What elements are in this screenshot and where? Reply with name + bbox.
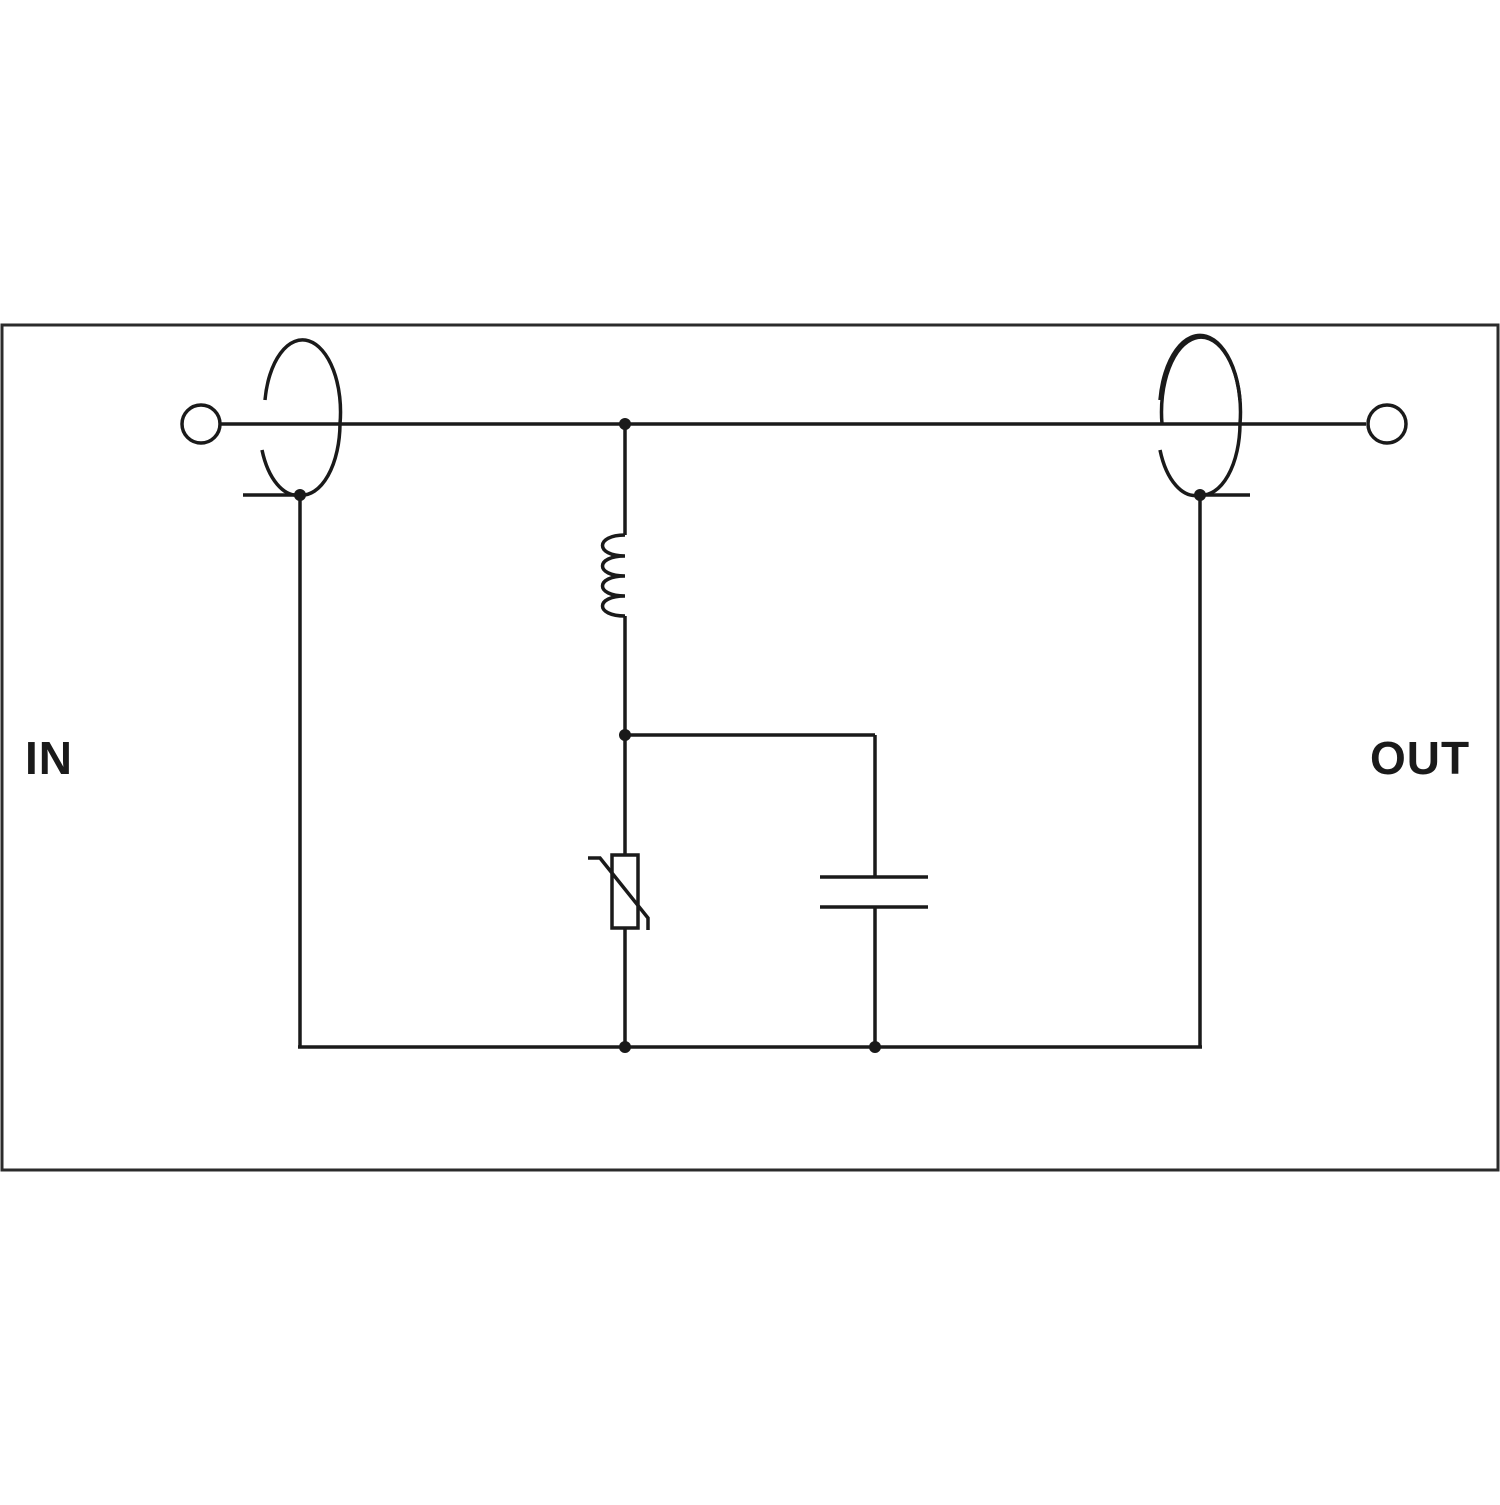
junction-ground-right bbox=[869, 1041, 881, 1053]
junction-top bbox=[619, 418, 631, 430]
junction-input-shield bbox=[294, 489, 306, 501]
junction-mid bbox=[619, 729, 631, 741]
output-terminal bbox=[1366, 403, 1408, 445]
diagram-frame bbox=[0, 323, 1500, 1172]
output-label: OUT bbox=[1370, 732, 1471, 784]
input-terminal bbox=[180, 403, 222, 445]
inductor-icon bbox=[601, 533, 626, 618]
input-label: IN bbox=[25, 732, 73, 784]
junction-ground-left bbox=[619, 1041, 631, 1053]
junction-output-shield bbox=[1194, 489, 1206, 501]
